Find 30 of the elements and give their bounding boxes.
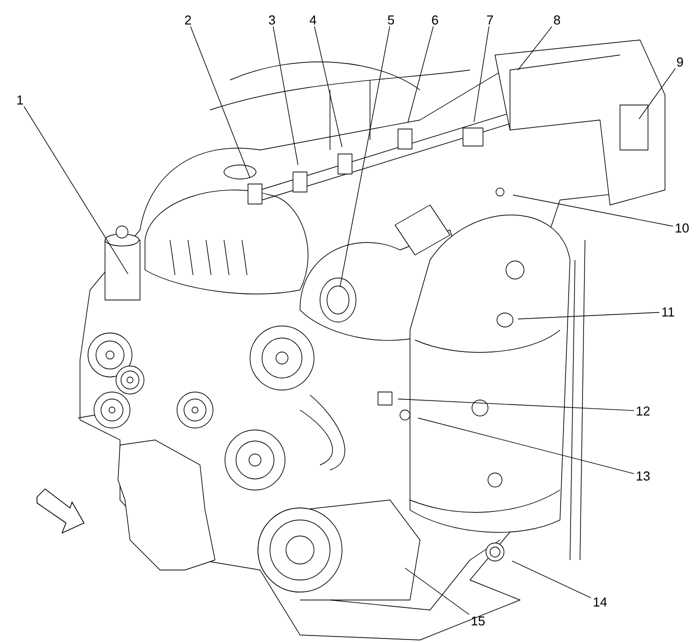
leader-line	[314, 26, 342, 148]
leader-line	[24, 106, 128, 274]
callout-number: 2	[185, 15, 191, 25]
callout-number: 8	[554, 15, 560, 25]
callout-number: 3	[268, 15, 276, 25]
leader-line	[272, 26, 298, 166]
callout-number: 6	[432, 15, 438, 25]
callout-number: 1	[17, 96, 23, 104]
leader-line	[404, 568, 470, 615]
leader-line	[190, 26, 250, 178]
leader-line	[408, 26, 434, 122]
callout-number: 7	[487, 16, 493, 24]
callout-number: 13	[636, 471, 650, 481]
callout-number: 12	[636, 406, 650, 416]
callout-number: 4	[310, 16, 316, 24]
leader-line	[512, 560, 592, 598]
callout-number: 5	[388, 15, 394, 25]
callout-number: 10	[676, 223, 689, 233]
leader-line	[518, 312, 660, 320]
leader-line	[518, 26, 552, 70]
leader-line	[638, 68, 676, 120]
leader-line	[512, 194, 674, 227]
callout-number: 9	[677, 57, 683, 67]
leader-line	[474, 26, 490, 122]
leader-line	[398, 398, 634, 411]
callout-number: 11	[662, 308, 674, 316]
leader-line	[418, 418, 634, 474]
callout-number: 14	[594, 598, 607, 606]
leader-line	[340, 26, 390, 288]
callout-number: 15	[472, 616, 485, 626]
